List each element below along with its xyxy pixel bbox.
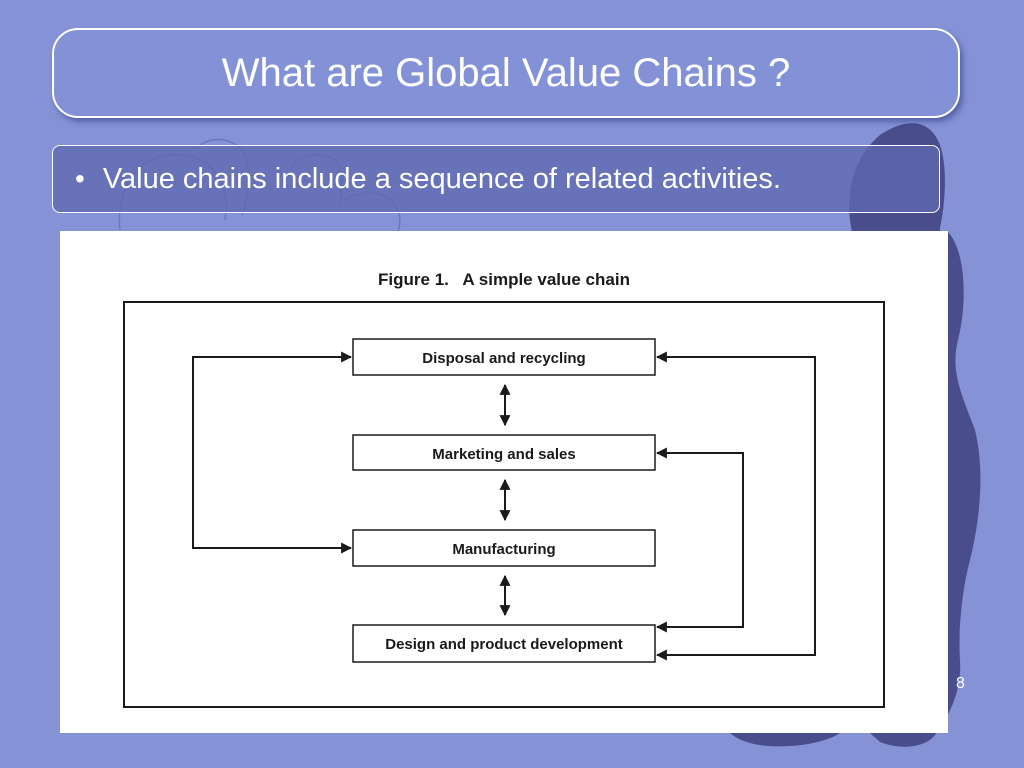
right-outer-arrow-to-disposal <box>655 351 816 507</box>
stage-label: Disposal and recycling <box>422 350 585 367</box>
stage-design-and-product-development: Design and product development <box>352 624 656 663</box>
figure-frame <box>123 301 885 708</box>
bullet-marker: • <box>75 163 85 194</box>
figure-caption: Figure 1. A simple value chain <box>378 270 630 289</box>
stage-manufacturing: Manufacturing <box>352 529 656 567</box>
value-chain-diagram: Figure 1. A simple value chain Disposal … <box>123 270 885 708</box>
slide-title: What are Global Value Chains ? <box>221 50 791 95</box>
stage-disposal-and-recycling: Disposal and recycling <box>352 338 656 376</box>
left-loop-arrow-to-disposal <box>192 351 353 453</box>
left-loop-arrow-to-manufacturing <box>192 453 353 554</box>
figure-panel: Figure 1. A simple value chain Disposal … <box>60 231 948 733</box>
bullet-box: • Value chains include a sequence of rel… <box>52 145 940 213</box>
right-outer-arrow-to-design <box>655 507 816 661</box>
stage-label: Manufacturing <box>452 541 555 558</box>
right-inner-arrow-to-marketing <box>655 447 744 537</box>
slide-number: 8 <box>956 675 965 692</box>
bullet-text: Value chains include a sequence of relat… <box>102 162 781 195</box>
stage-label: Design and product development <box>385 636 623 653</box>
title-box: What are Global Value Chains ? <box>52 28 960 118</box>
stage-label: Marketing and sales <box>432 446 575 463</box>
right-inner-arrow-to-design <box>655 537 744 633</box>
stage-marketing-and-sales: Marketing and sales <box>352 434 656 471</box>
